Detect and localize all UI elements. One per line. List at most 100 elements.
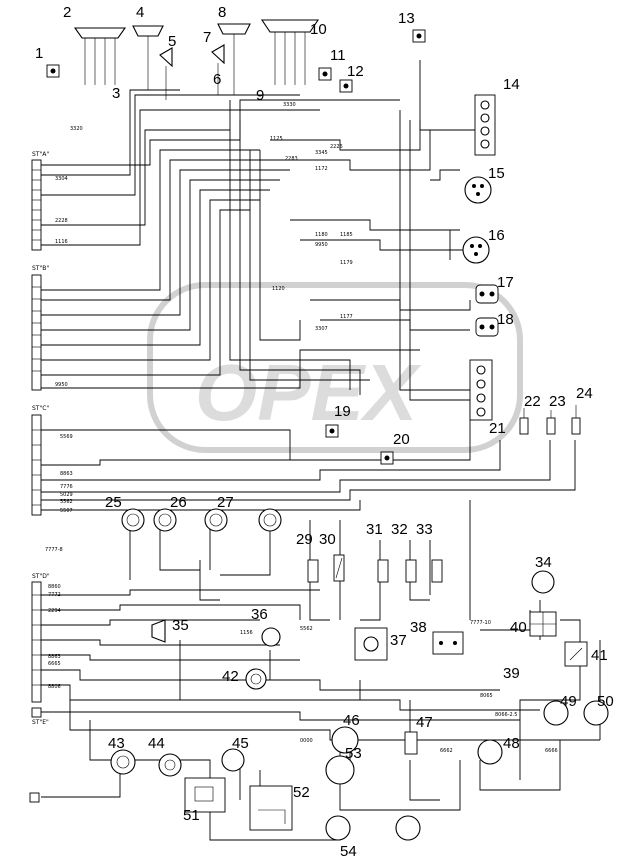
component-number-11: 11	[330, 47, 346, 64]
connector-st-b: ST"B"	[31, 265, 49, 391]
wire-label: 8860	[48, 584, 61, 590]
component-20	[380, 451, 394, 465]
component-number-21: 21	[489, 420, 506, 437]
component-number-7: 7	[203, 29, 211, 46]
component-50-gauge	[583, 700, 609, 726]
component-number-45: 45	[232, 735, 249, 752]
component-number-15: 15	[488, 165, 505, 182]
connector-d-label: ST"D"	[32, 573, 50, 580]
component-11	[318, 67, 332, 81]
component-1	[46, 64, 60, 78]
watermark: OPEX	[147, 282, 523, 453]
component-16-round-connector	[462, 236, 490, 264]
wire-label: 2228	[55, 218, 68, 224]
component-number-39: 39	[503, 665, 520, 682]
component-number-33: 33	[416, 521, 433, 538]
component-number-30: 30	[319, 531, 336, 548]
wire-label: 1172	[315, 166, 328, 172]
connector-b-label: ST"B"	[32, 265, 49, 272]
component-number-19: 19	[334, 403, 351, 420]
component-number-43: 43	[108, 735, 125, 752]
component-45-lamp	[221, 748, 245, 772]
component-number-40: 40	[510, 619, 527, 636]
component-44-lamp	[158, 753, 182, 777]
component-number-48: 48	[503, 735, 520, 752]
connector-c-label: ST"C"	[32, 405, 49, 412]
component-17-plug	[475, 284, 499, 304]
component-14-socket	[474, 94, 496, 156]
component-number-35: 35	[172, 617, 189, 634]
component-number-8: 8	[218, 4, 226, 21]
component-19	[325, 424, 339, 438]
wire-label: 1116	[55, 239, 68, 245]
component-number-20: 20	[393, 431, 410, 448]
component-4-lamp	[132, 25, 164, 90]
component-37-module	[354, 627, 388, 661]
component-6-horn	[211, 44, 225, 95]
wire-label: 3345	[315, 150, 328, 156]
wire-label: 6665	[48, 661, 61, 667]
component-number-31: 31	[366, 521, 383, 538]
wire-label: 2283	[285, 156, 298, 162]
component-41-switch	[564, 641, 588, 667]
component-number-1: 1	[35, 45, 43, 62]
component-number-54: 54	[340, 843, 357, 860]
component-number-44: 44	[148, 735, 165, 752]
component-8-lamp	[217, 23, 251, 95]
wire-label: 6662	[440, 748, 453, 754]
component-40-block	[529, 611, 557, 637]
wire-label: 8863	[48, 654, 61, 660]
wire-label: 3330	[283, 102, 296, 108]
wire-label: 1177	[340, 314, 353, 320]
wire-label: 3304	[55, 176, 68, 182]
connector-st-c: ST"C"	[31, 405, 49, 516]
wire-label: 5562	[300, 626, 313, 632]
component-55-gauge	[395, 815, 421, 841]
wire-label: 9950	[315, 242, 328, 248]
component-number-23: 23	[549, 393, 566, 410]
component-number-12: 12	[347, 63, 364, 80]
wire-label: 5029	[60, 492, 73, 498]
wire-label: 7772	[48, 592, 61, 598]
relays-29-33	[307, 554, 443, 583]
component-number-37: 37	[390, 632, 407, 649]
connector-st-e: ST"E"	[29, 707, 49, 803]
component-34-gauge	[531, 570, 555, 594]
watermark-text: OPEX	[195, 348, 422, 437]
wire-label: 3307	[315, 326, 328, 332]
wire-labels: 3320 3304 2228 1116 3330 1125 2226 2283 …	[45, 102, 558, 754]
component-number-36: 36	[251, 606, 268, 623]
component-number-17: 17	[497, 274, 514, 291]
component-43-lamp	[110, 749, 136, 775]
component-number-29: 29	[296, 531, 313, 548]
component-48-gauge	[477, 739, 503, 765]
component-number-24: 24	[576, 385, 593, 402]
component-38-relay	[432, 631, 464, 655]
wire-label: 9950	[55, 382, 68, 388]
wire-label: 8065	[480, 693, 493, 699]
component-number-52: 52	[293, 784, 310, 801]
wire-label: 5507	[60, 508, 73, 514]
wire-label: 1125	[270, 136, 283, 142]
component-51-relay	[184, 777, 226, 813]
component-number-18: 18	[497, 311, 514, 328]
component-49-gauge	[543, 700, 569, 726]
wire-label: 1180	[315, 232, 328, 238]
component-52-module	[249, 785, 293, 831]
component-number-41: 41	[591, 647, 608, 664]
component-number-9: 9	[256, 87, 264, 104]
wire-label: 6666	[545, 748, 558, 754]
wire-label: 8806	[48, 684, 61, 690]
wire-label: 0000	[300, 738, 313, 744]
component-2-headlamp	[73, 27, 127, 85]
component-number-10: 10	[310, 21, 327, 38]
component-number-49: 49	[560, 693, 577, 710]
component-number-34: 34	[535, 554, 552, 571]
component-number-3: 3	[112, 85, 120, 102]
component-54-gauge	[325, 815, 351, 841]
wire-label: 5562	[60, 499, 73, 505]
component-number-27: 27	[217, 494, 234, 511]
wire-label: 1179	[340, 260, 353, 266]
